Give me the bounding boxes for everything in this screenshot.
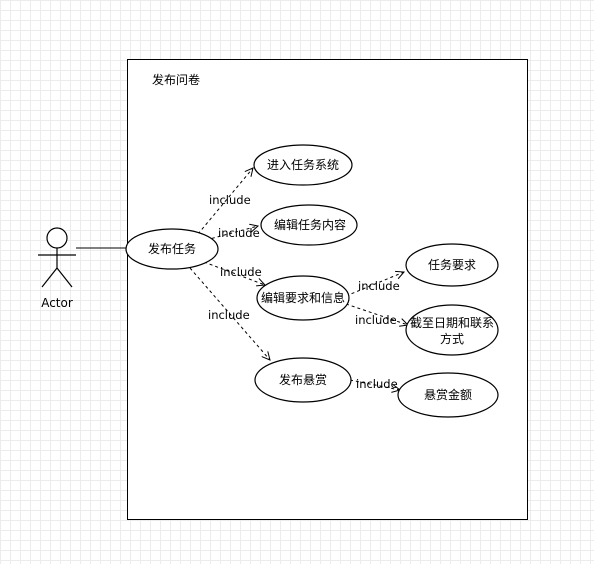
actor-right-leg	[56, 267, 73, 288]
use-case-fabu-renwu[interactable]	[125, 228, 219, 270]
use-case-label: 编辑要求和信息	[261, 290, 345, 305]
include-arrow-renwu-yaoqiu	[345, 272, 404, 297]
actor-head	[46, 227, 68, 249]
include-arrow-jinru	[197, 168, 253, 235]
use-case-jinru-xitong[interactable]	[253, 144, 353, 186]
use-case-bianji-yaoqiu[interactable]	[256, 275, 350, 321]
use-case-label: 发布任务	[148, 241, 196, 256]
actor-label: Actor	[41, 296, 73, 310]
use-case-label: 悬赏金额	[424, 387, 472, 402]
include-arrow-bianji-yaoqiu	[203, 261, 265, 285]
include-arrow-bianji-neirong	[205, 226, 258, 241]
include-label: include	[220, 265, 262, 279]
use-case-jiezhi[interactable]	[405, 304, 499, 356]
include-arrow-fabu-xuanshang	[189, 267, 270, 360]
actor-left-leg	[41, 267, 58, 288]
include-arrow-jiezhi	[345, 303, 408, 325]
use-case-label: 发布悬赏	[279, 372, 327, 387]
use-case-bianji-neirong[interactable]	[260, 204, 358, 246]
include-arrow-xuanshang-jine	[349, 379, 400, 390]
use-case-label: 编辑任务内容	[274, 217, 346, 232]
use-case-label: 方式	[440, 331, 464, 346]
include-label: include	[355, 313, 397, 327]
use-case-renwu-yaoqiu[interactable]	[405, 243, 499, 287]
use-case-fabu-xuanshang[interactable]	[254, 357, 352, 403]
include-label: include	[356, 377, 398, 391]
use-case-label: 截至日期和联系	[410, 316, 494, 330]
include-label: include	[218, 226, 260, 240]
use-case-xuanshang-jine[interactable]	[397, 372, 499, 418]
use-case-label: 任务要求	[428, 257, 476, 272]
include-label: include	[358, 279, 400, 293]
include-label: include	[208, 308, 250, 322]
use-case-label: 进入任务系统	[267, 157, 339, 172]
actor-figure	[38, 227, 76, 288]
system-title: 发布问卷	[152, 72, 200, 87]
include-label: include	[209, 193, 251, 207]
